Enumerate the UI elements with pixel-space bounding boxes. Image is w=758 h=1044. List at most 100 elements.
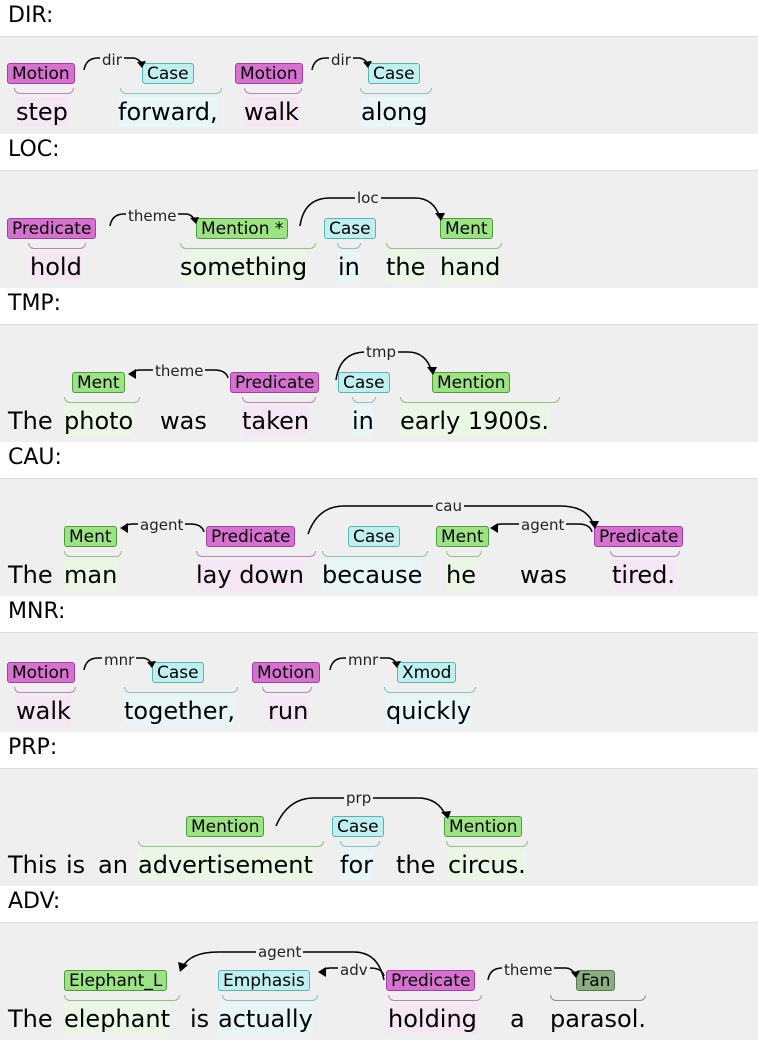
relation-label: agent [519,516,567,534]
token: is [66,851,86,879]
relation-label: theme [126,207,179,225]
span-bracket [14,687,76,693]
token: was [520,561,567,589]
span-bracket [386,243,502,249]
token: walk [244,97,299,127]
token: walk [16,696,71,726]
relation-label: dir [100,51,124,69]
tag-predicate[interactable]: Predicate [230,372,320,393]
token: circus. [448,850,526,880]
token: tired. [612,560,676,590]
token: early 1900s. [400,406,550,436]
tag-motion[interactable]: Motion [7,662,75,683]
section-label-cau: CAU: [0,442,758,478]
token: forward, [118,97,218,127]
token: photo [64,406,134,436]
token: This [8,851,58,879]
tag-mention[interactable]: Ment [436,526,489,547]
tag-mention[interactable]: Mention * [196,218,289,239]
tag-case[interactable]: Case [338,372,390,393]
relation-label: dir [329,51,353,69]
span-bracket [340,841,380,847]
token: quickly [386,696,472,726]
tag-motion[interactable]: Motion [235,63,303,84]
span-bracket [244,88,302,94]
section-label-loc: LOC: [0,134,758,170]
span-bracket [180,243,316,249]
relation-label: theme [153,362,206,380]
tag-mention[interactable]: Mention [444,816,523,837]
span-bracket [196,551,316,557]
span-bracket [400,397,560,403]
span-bracket [322,551,428,557]
tag-predicate[interactable]: Predicate [386,970,476,991]
relation-label: cau [433,497,464,515]
tag-case[interactable]: Case [324,218,376,239]
token: hold [30,252,82,282]
span-bracket [337,243,361,249]
section-label-tmp: TMP: [0,288,758,324]
span-bracket [138,841,324,847]
tag-predicate[interactable]: Predicate [594,526,684,547]
token: taken [242,406,310,436]
section-panel-loc [0,170,758,288]
span-bracket [550,995,646,1001]
token: the [396,851,436,879]
tag-motion[interactable]: Motion [252,662,320,683]
tag-mention[interactable]: Mention [432,372,511,393]
tag-predicate[interactable]: Predicate [206,526,296,547]
relation-label: tmp [364,343,399,361]
tag-case[interactable]: Xmod [397,662,457,683]
token: advertisement [138,850,313,880]
section-label-mnr: MNR: [0,596,758,632]
token: because [322,560,423,590]
span-bracket [64,551,122,557]
token: actually [218,1004,313,1034]
token: along [361,97,428,127]
token: The [8,407,53,435]
span-bracket [64,397,140,403]
span-bracket [360,88,432,94]
token: elephant [64,1004,170,1034]
token: step [16,97,68,127]
tag-motion[interactable]: Motion [7,63,75,84]
tag-mention[interactable]: Mention [186,816,265,837]
tag-case[interactable]: Case [368,63,420,84]
section-label-adv: ADV: [0,886,758,922]
relation-label: mnr [102,651,137,669]
span-bracket [124,687,238,693]
token: for [340,850,373,880]
token: in [352,406,374,436]
span-bracket [262,687,312,693]
span-bracket [120,88,222,94]
relation-label: agent [138,516,186,534]
tag-case[interactable]: Case [152,662,204,683]
relation-label: mnr [346,651,381,669]
token: a [510,1005,525,1033]
span-bracket [388,995,482,1001]
tag-mention[interactable]: Ment [64,526,117,547]
span-bracket [384,687,476,693]
tag-mention[interactable]: Elephant_L [64,970,168,991]
tag-case[interactable]: Case [142,63,194,84]
token: hand [440,252,501,282]
relation-label: prp [344,789,374,807]
span-bracket [28,243,86,249]
tag-fan[interactable]: Fan [576,970,616,991]
tag-emphasis[interactable]: Emphasis [218,970,310,991]
span-bracket [222,995,318,1001]
token: was [160,407,207,435]
token: is [190,1005,210,1033]
tag-mention[interactable]: Ment [440,218,493,239]
tag-case[interactable]: Case [332,816,384,837]
token: The [8,1005,53,1033]
tag-mention[interactable]: Ment [72,372,125,393]
token: an [98,851,128,879]
span-bracket [610,551,680,557]
token: run [268,696,309,726]
token: in [338,252,360,282]
tag-predicate[interactable]: Predicate [7,218,97,239]
relation-label: loc [355,189,381,207]
tag-case[interactable]: Case [348,526,400,547]
